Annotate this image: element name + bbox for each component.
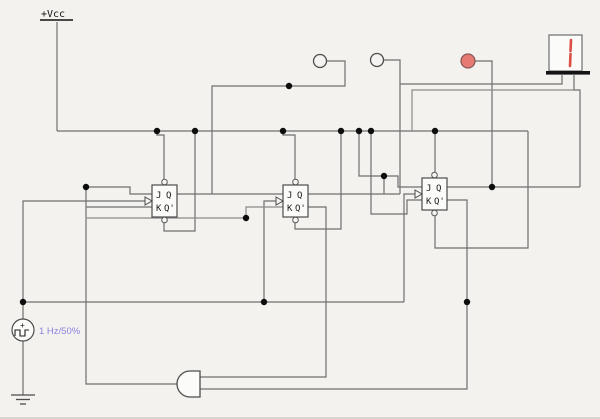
wire-qbar3-to-and — [200, 199, 468, 390]
preset-bubble — [292, 178, 299, 186]
led-indicator[interactable] — [460, 53, 476, 69]
square-wave-icon — [14, 329, 29, 337]
ff2-qbar-label: Q' — [295, 204, 306, 214]
junction-dot — [260, 298, 268, 306]
segment-b — [569, 38, 573, 53]
junction-dot — [337, 127, 345, 135]
clock-edge-icon — [144, 196, 154, 206]
clock-plus-sign: + — [20, 321, 25, 330]
wire-led-link — [475, 60, 493, 187]
wire-ff1-clear — [163, 131, 196, 232]
clear-bubble — [161, 216, 168, 224]
junction-dot — [431, 127, 439, 135]
junction-dot — [285, 82, 293, 90]
and-gate[interactable] — [176, 370, 201, 398]
wire-and-to-k2 — [86, 206, 283, 219]
clear-bubble — [431, 209, 438, 217]
clock-edge-icon — [275, 196, 285, 206]
vcc-source[interactable]: +Vcc — [40, 9, 73, 21]
wire-probe1 — [211, 60, 346, 194]
junction-dot — [463, 298, 471, 306]
junction-dot — [367, 127, 375, 135]
jk-flipflop-1[interactable]: J K Q Q' — [144, 178, 178, 224]
seven-segment-display[interactable] — [546, 34, 590, 75]
jk-flipflop-2[interactable]: J K Q Q' — [275, 178, 309, 224]
wire-clk-ff2 — [263, 200, 276, 302]
junction-dot — [355, 127, 363, 135]
clock-frequency-label: 1 Hz/50% — [39, 326, 81, 337]
wire-display-pin2 — [573, 75, 581, 187]
junction-dot — [82, 183, 90, 191]
ff2-j-label: J — [287, 191, 292, 201]
wire-j3 — [384, 175, 422, 188]
wire-ff2-clear — [294, 131, 342, 230]
junction-dot — [279, 127, 287, 135]
junction-dot — [488, 183, 496, 191]
ff1-q-label: Q — [166, 191, 171, 201]
wire-clk-ff1 — [22, 200, 145, 302]
wire-ff3-k-feed — [370, 131, 422, 215]
wire-probe2 — [383, 59, 401, 194]
ff3-qbar-label: Q' — [434, 197, 445, 207]
wire-and-out — [85, 187, 177, 385]
junction-dot — [242, 214, 250, 222]
ff3-k-label: K — [426, 197, 432, 207]
wire-ff1-preset — [156, 131, 165, 179]
clock-edge-icon — [414, 189, 424, 199]
preset-bubble — [431, 171, 438, 179]
ff1-qbar-label: Q' — [164, 204, 175, 214]
logic-probe-1[interactable] — [312, 53, 328, 69]
junction-dot — [191, 127, 199, 135]
junction-dot — [380, 172, 388, 180]
wire-display-pin1 — [400, 75, 563, 85]
junction-dots — [19, 82, 496, 306]
wire-ff2-preset — [282, 131, 296, 179]
preset-bubble — [161, 178, 168, 186]
ff1-j-label: J — [156, 191, 161, 201]
segment-c — [568, 52, 572, 68]
junction-dot — [153, 127, 161, 135]
wire-bus-stub — [358, 131, 384, 177]
wire-bus-to-ff3-clear — [434, 131, 529, 249]
ff3-j-label: J — [426, 184, 431, 194]
ff1-k-label: K — [156, 204, 162, 214]
wire-clk-ff3 — [403, 193, 415, 302]
clock-source[interactable]: + 1 Hz/50% — [11, 318, 81, 342]
jk-flipflop-3[interactable]: J K Q Q' — [414, 171, 448, 217]
vcc-label: +Vcc — [41, 9, 65, 20]
ground-symbol[interactable] — [11, 394, 35, 405]
ff3-q-label: Q — [436, 184, 441, 194]
wire-and-to-j1 — [86, 186, 152, 195]
logic-probe-2[interactable] — [369, 52, 385, 68]
display-base-bar — [546, 71, 590, 75]
ff2-k-label: K — [287, 204, 293, 214]
clear-bubble — [292, 216, 299, 224]
ff2-q-label: Q — [297, 191, 302, 201]
junction-dot — [19, 298, 27, 306]
wire-qbar2-to-and — [200, 206, 327, 378]
wire-display-pin2b — [411, 89, 574, 131]
